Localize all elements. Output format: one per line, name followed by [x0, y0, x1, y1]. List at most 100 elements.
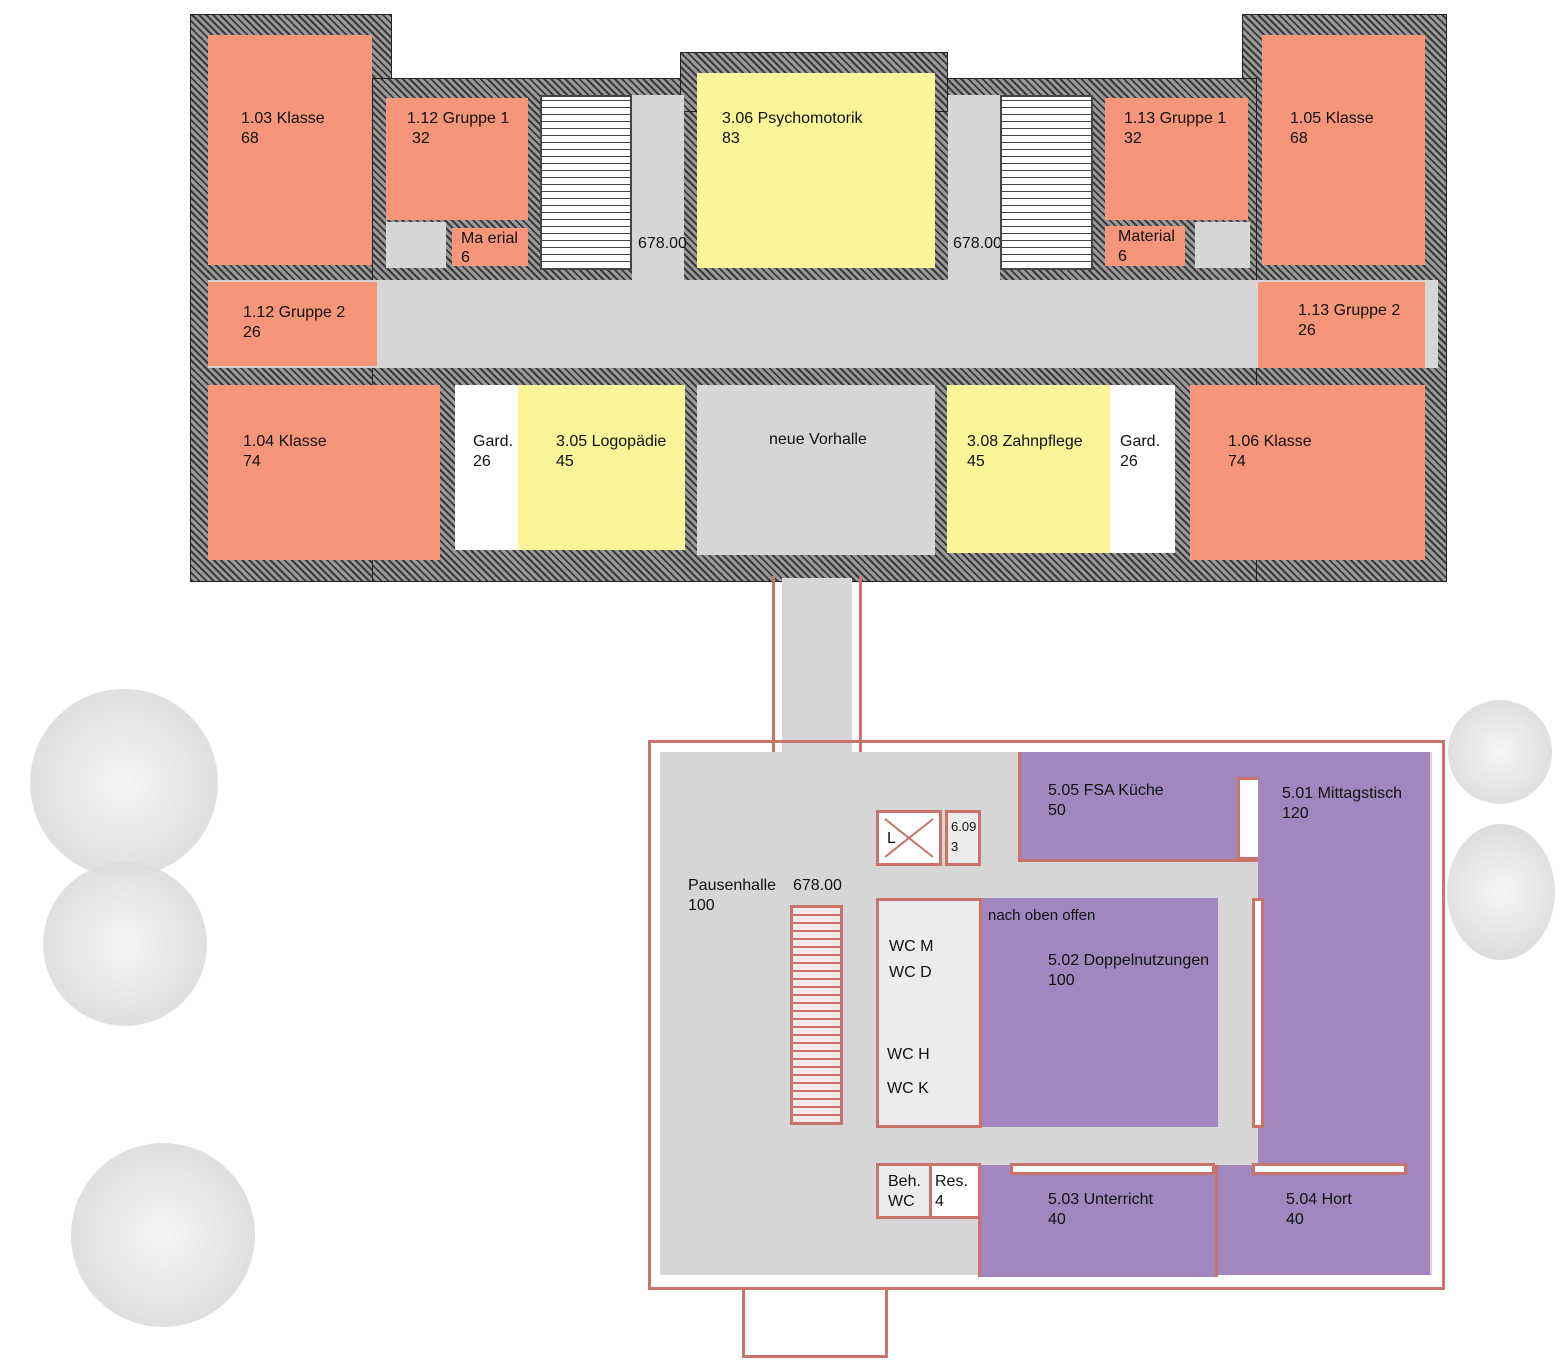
room-1-06[interactable]: 1.06 Klasse 74: [1190, 385, 1425, 560]
tree-icon: [1447, 824, 1555, 960]
room-name: 1.06 Klasse: [1228, 433, 1312, 450]
room-3-08[interactable]: 3.08 Zahnpflege 45: [947, 385, 1110, 553]
room-1-04[interactable]: 1.04 Klasse 74: [208, 385, 440, 560]
corridor: [1195, 222, 1250, 268]
room-area: 32: [1124, 130, 1142, 147]
room-1-05[interactable]: 1.05 Klasse 68: [1262, 35, 1425, 265]
corridor-right: 678.00: [948, 95, 1002, 280]
tree-icon: [30, 689, 218, 877]
room-area: 68: [1290, 130, 1308, 147]
room-5-04[interactable]: 5.04 Hort 40: [1218, 1165, 1430, 1275]
connecting-corridor-walls: [772, 576, 862, 756]
room-name: Gard.: [473, 433, 514, 450]
room-name: 5.05 FSA Küche: [1048, 782, 1164, 799]
room-area: 40: [1286, 1211, 1304, 1228]
room-name: Material: [1118, 228, 1175, 245]
room-name: Beh.: [888, 1173, 921, 1190]
room-1-03[interactable]: 1.03 Klasse 68: [208, 35, 372, 265]
room-name: 3.08 Zahnpflege: [967, 433, 1083, 450]
partition-wall: [1252, 898, 1264, 1128]
room-area: 6: [461, 249, 470, 266]
room-area: 45: [556, 453, 574, 470]
room-area: 74: [1228, 453, 1246, 470]
wc-m-label[interactable]: WC M: [889, 938, 934, 955]
corridor: [386, 222, 446, 268]
wc-h-label[interactable]: WC H: [887, 1046, 930, 1063]
room-name: 5.02 Doppelnutzungen: [1048, 952, 1210, 969]
room-area: 26: [1298, 322, 1316, 339]
room-6-09[interactable]: 6.09 3: [945, 810, 981, 866]
room-name: Pausenhalle: [688, 877, 777, 894]
room-3-06[interactable]: 3.06 Psychomotorik 83: [697, 73, 935, 268]
room-name: Res.: [935, 1173, 968, 1190]
room-1-12-gruppe-2[interactable]: 1.12 Gruppe 2 26: [208, 282, 377, 366]
room-beh-wc[interactable]: Beh. WC: [876, 1163, 932, 1219]
room-5-01[interactable]: 5.01 Mittagstisch 120: [1258, 752, 1430, 1170]
room-area: 45: [967, 453, 985, 470]
room-name: 3.06 Psychomotorik: [722, 110, 863, 127]
room-name: WC: [888, 1193, 915, 1210]
partition-wall: [1010, 1163, 1215, 1175]
room-material-left[interactable]: Ma erial 6: [452, 228, 528, 266]
partition-wall: [1252, 1163, 1407, 1175]
room-name: Gard.: [1120, 433, 1161, 450]
wc-d-label[interactable]: WC D: [889, 964, 932, 981]
room-area: 32: [412, 130, 430, 147]
room-1-13-gruppe-2[interactable]: 1.13 Gruppe 2 26: [1258, 282, 1425, 368]
room-area: 120: [1282, 805, 1309, 822]
room-area: 4: [935, 1193, 944, 1210]
room-garderobe-left[interactable]: Gard. 26: [455, 385, 525, 550]
room-material-right[interactable]: Material 6: [1105, 226, 1185, 266]
room-5-02[interactable]: nach oben offen 5.02 Doppelnutzungen 100: [982, 898, 1218, 1127]
tree-icon: [1448, 700, 1552, 804]
room-name: 1.12 Gruppe 1: [407, 110, 510, 127]
level-label: 678.00: [953, 235, 1002, 252]
corridor: [208, 280, 1438, 368]
tree-icon: [71, 1143, 255, 1327]
room-name: 1.03 Klasse: [241, 110, 325, 127]
wc-block: [876, 898, 982, 1128]
room-area: 26: [243, 324, 261, 341]
room-area: 3: [951, 839, 959, 854]
room-name: 5.04 Hort: [1286, 1191, 1352, 1208]
corridor-left: 678.00: [632, 95, 687, 280]
room-name: Ma erial: [461, 230, 518, 247]
staircase-right: [1000, 95, 1093, 270]
room-1-12-gruppe-1[interactable]: 1.12 Gruppe 1 32: [386, 98, 528, 220]
room-name: 5.01 Mittagstisch: [1282, 785, 1403, 802]
room-name: 1.13 Gruppe 2: [1298, 302, 1401, 319]
open-above-note: nach oben offen: [988, 907, 1096, 924]
wc-k-label[interactable]: WC K: [887, 1080, 929, 1097]
room-neue-vorhalle[interactable]: neue Vorhalle: [697, 385, 935, 555]
room-res[interactable]: Res. 4: [929, 1163, 981, 1219]
room-area: 50: [1048, 802, 1066, 819]
level-label: 678.00: [638, 235, 687, 252]
tree-icon: [43, 862, 207, 1026]
staircase-annex: [790, 905, 843, 1125]
room-garderobe-right[interactable]: Gard. 26: [1110, 385, 1175, 553]
room-3-05[interactable]: 3.05 Logopädie 45: [518, 385, 685, 550]
room-area: 26: [1120, 453, 1138, 470]
room-5-03[interactable]: 5.03 Unterricht 40: [978, 1165, 1218, 1277]
lift-cross-icon: [884, 818, 934, 858]
room-name: 1.13 Gruppe 1: [1124, 110, 1227, 127]
room-name: 5.03 Unterricht: [1048, 1191, 1153, 1208]
room-area: 40: [1048, 1211, 1066, 1228]
room-area: 68: [241, 130, 259, 147]
room-name: 6.09: [951, 819, 977, 834]
room-area: 26: [473, 453, 491, 470]
annex-outer-wall: [648, 740, 1445, 1290]
room-1-13-gruppe-1[interactable]: 1.13 Gruppe 1 32: [1105, 98, 1248, 220]
room-name: 1.04 Klasse: [243, 433, 327, 450]
room-5-05[interactable]: 5.05 FSA Küche 50: [1018, 752, 1260, 862]
room-area: 83: [722, 130, 740, 147]
lift-label: L: [887, 830, 896, 847]
lift[interactable]: L: [876, 810, 942, 866]
annex-entrance: [742, 1288, 888, 1358]
room-area: 6: [1118, 248, 1127, 265]
room-area: 74: [243, 453, 261, 470]
level-label: 678.00: [793, 877, 842, 894]
room-area: 100: [688, 897, 715, 914]
room-name: 1.05 Klasse: [1290, 110, 1374, 127]
